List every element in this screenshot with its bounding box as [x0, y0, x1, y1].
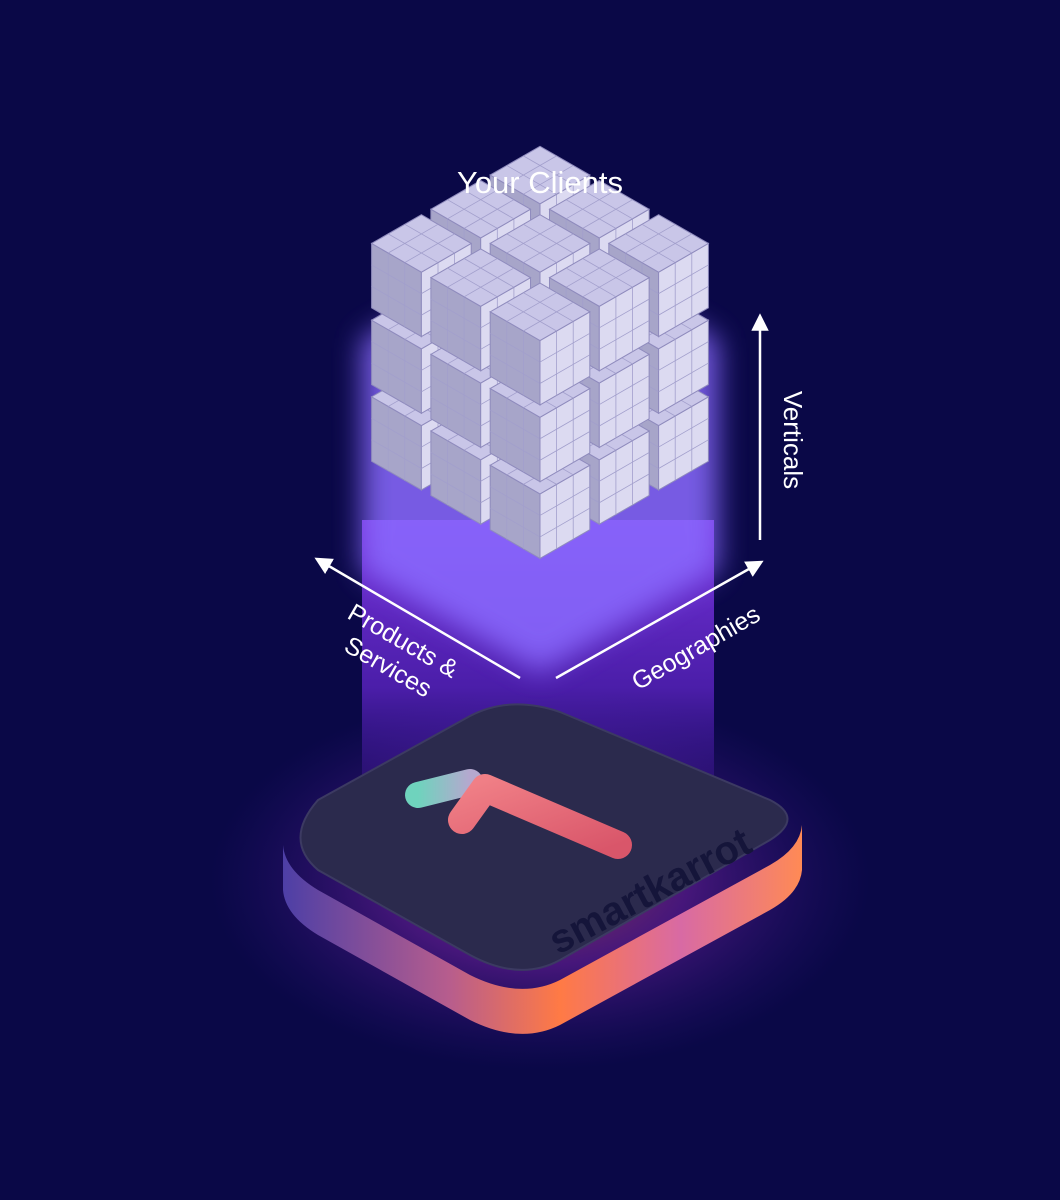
- cube-block-grid: [447, 199, 498, 229]
- cube-block-grid: [489, 409, 541, 440]
- cube-block-grid: [430, 452, 481, 482]
- cube-block-grid: [599, 396, 650, 427]
- cube-block-grid: [447, 258, 498, 288]
- cube-block-grid: [641, 233, 693, 263]
- cube-block-grid: [523, 233, 574, 263]
- cube-block-grid: [539, 507, 591, 538]
- cube-block-top-face: [607, 214, 710, 273]
- platform-side-right: [560, 825, 802, 1025]
- cube-block-grid: [599, 375, 650, 405]
- cube-block-grid: [565, 189, 617, 220]
- cube-block-grid: [430, 396, 481, 427]
- cube-block-grid: [489, 431, 541, 461]
- cube-block-grid: [387, 223, 439, 254]
- cube-block-grid: [489, 332, 541, 363]
- diagram-title: Your Clients: [457, 165, 623, 200]
- cube-block-grid: [489, 354, 541, 384]
- cube-block-grid: [463, 189, 515, 220]
- platform-side-left: [283, 845, 560, 1034]
- cube-block-grid: [565, 199, 617, 229]
- cube-block-grid: [430, 375, 481, 405]
- cube-block-grid: [371, 341, 422, 371]
- cube-block-grid: [658, 417, 709, 448]
- cube-block-grid: [539, 431, 591, 461]
- cube-block-grid: [489, 486, 541, 516]
- cube-block-grid: [582, 258, 633, 288]
- cube-block-grid: [582, 267, 633, 298]
- products-axis-arrow: [314, 557, 521, 680]
- cube-block-grid: [506, 223, 557, 254]
- cube-block-grid: [463, 267, 515, 298]
- cube-block-grid: [463, 258, 515, 288]
- cube-block-grid: [404, 233, 455, 263]
- cube-block-grid: [489, 507, 541, 538]
- cube-block-grid: [430, 298, 481, 329]
- cube-block-grid: [371, 439, 422, 469]
- cube-block-grid: [539, 332, 591, 363]
- cube-block-grid: [539, 409, 591, 440]
- platform-top: [299, 703, 789, 971]
- cube-block-grid: [599, 452, 650, 482]
- cube-block-grid: [506, 233, 557, 263]
- logo-coral-stroke: [448, 774, 632, 859]
- cube-block-grid: [506, 292, 557, 322]
- cube-block-grid: [523, 301, 574, 332]
- cube-block-grid: [506, 155, 557, 185]
- cube-block-top-face: [489, 214, 591, 273]
- cube-block-grid: [582, 199, 633, 229]
- cube-block-grid: [506, 301, 557, 332]
- cube-block-grid: [658, 341, 709, 371]
- cube-block-grid: [641, 223, 693, 254]
- cube-block-grid: [523, 165, 574, 195]
- cube-block-grid: [539, 486, 591, 516]
- cube-block-grid: [599, 320, 650, 350]
- cube-block-grid: [523, 155, 574, 185]
- cube-block-grid: [371, 362, 422, 393]
- verticals-axis-label: Verticals: [778, 391, 808, 489]
- cube-block-grid: [658, 362, 709, 393]
- cube-block-grid: [658, 264, 709, 294]
- cube-block-grid: [430, 320, 481, 350]
- client-cube: [370, 145, 710, 560]
- cube-block-grid: [565, 258, 617, 288]
- cube-block-grid: [447, 189, 498, 220]
- cube-block-grid: [430, 473, 481, 504]
- cube-block-grid: [565, 267, 617, 298]
- logo-mint-stroke: [405, 769, 483, 808]
- cube-block-grid: [506, 165, 557, 195]
- cube-block-grid: [658, 286, 709, 316]
- cube-block-grid: [599, 473, 650, 504]
- cube-block-grid: [599, 298, 650, 329]
- cube-block-grid: [625, 223, 676, 254]
- brand-platform: smartkarrot: [283, 703, 802, 1034]
- cube-block-grid: [387, 233, 439, 263]
- cube-block-grid: [523, 292, 574, 322]
- cube-block-grid: [371, 286, 422, 316]
- cube-block-grid: [625, 233, 676, 263]
- cube-block-grid: [539, 354, 591, 384]
- cube-block-grid: [447, 267, 498, 298]
- cube-block-grid: [463, 199, 515, 229]
- cube-block-grid: [523, 223, 574, 254]
- cube-block-grid: [404, 223, 455, 254]
- geographies-axis-arrow: [555, 560, 764, 680]
- cube-block-grid: [582, 189, 633, 220]
- cube-block-grid: [371, 417, 422, 448]
- cube-block-grid: [371, 264, 422, 294]
- cube-block-grid: [658, 439, 709, 469]
